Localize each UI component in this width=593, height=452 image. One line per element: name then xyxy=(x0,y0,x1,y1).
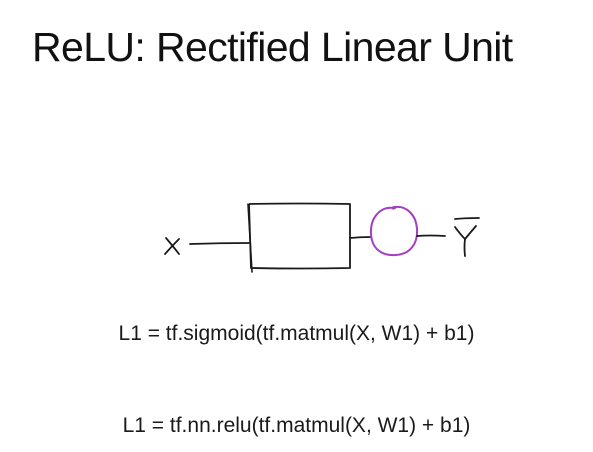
activation-circle xyxy=(369,205,419,257)
slide-title: ReLU: Rectified Linear Unit xyxy=(32,24,513,70)
output-line xyxy=(416,234,446,237)
input-line xyxy=(189,242,250,245)
sigmoid-code-line: L1 = tf.sigmoid(tf.matmul(X, W1) + b1) xyxy=(118,322,475,345)
input-label-x xyxy=(164,237,180,255)
box-left-stroke-extra xyxy=(247,203,253,273)
output-label-y-bar xyxy=(454,217,480,257)
relu-code-line: L1 = tf.nn.relu(tf.matmul(X, W1) + b1) xyxy=(122,414,471,437)
connector-line xyxy=(349,236,372,239)
linear-unit-box xyxy=(248,202,351,270)
